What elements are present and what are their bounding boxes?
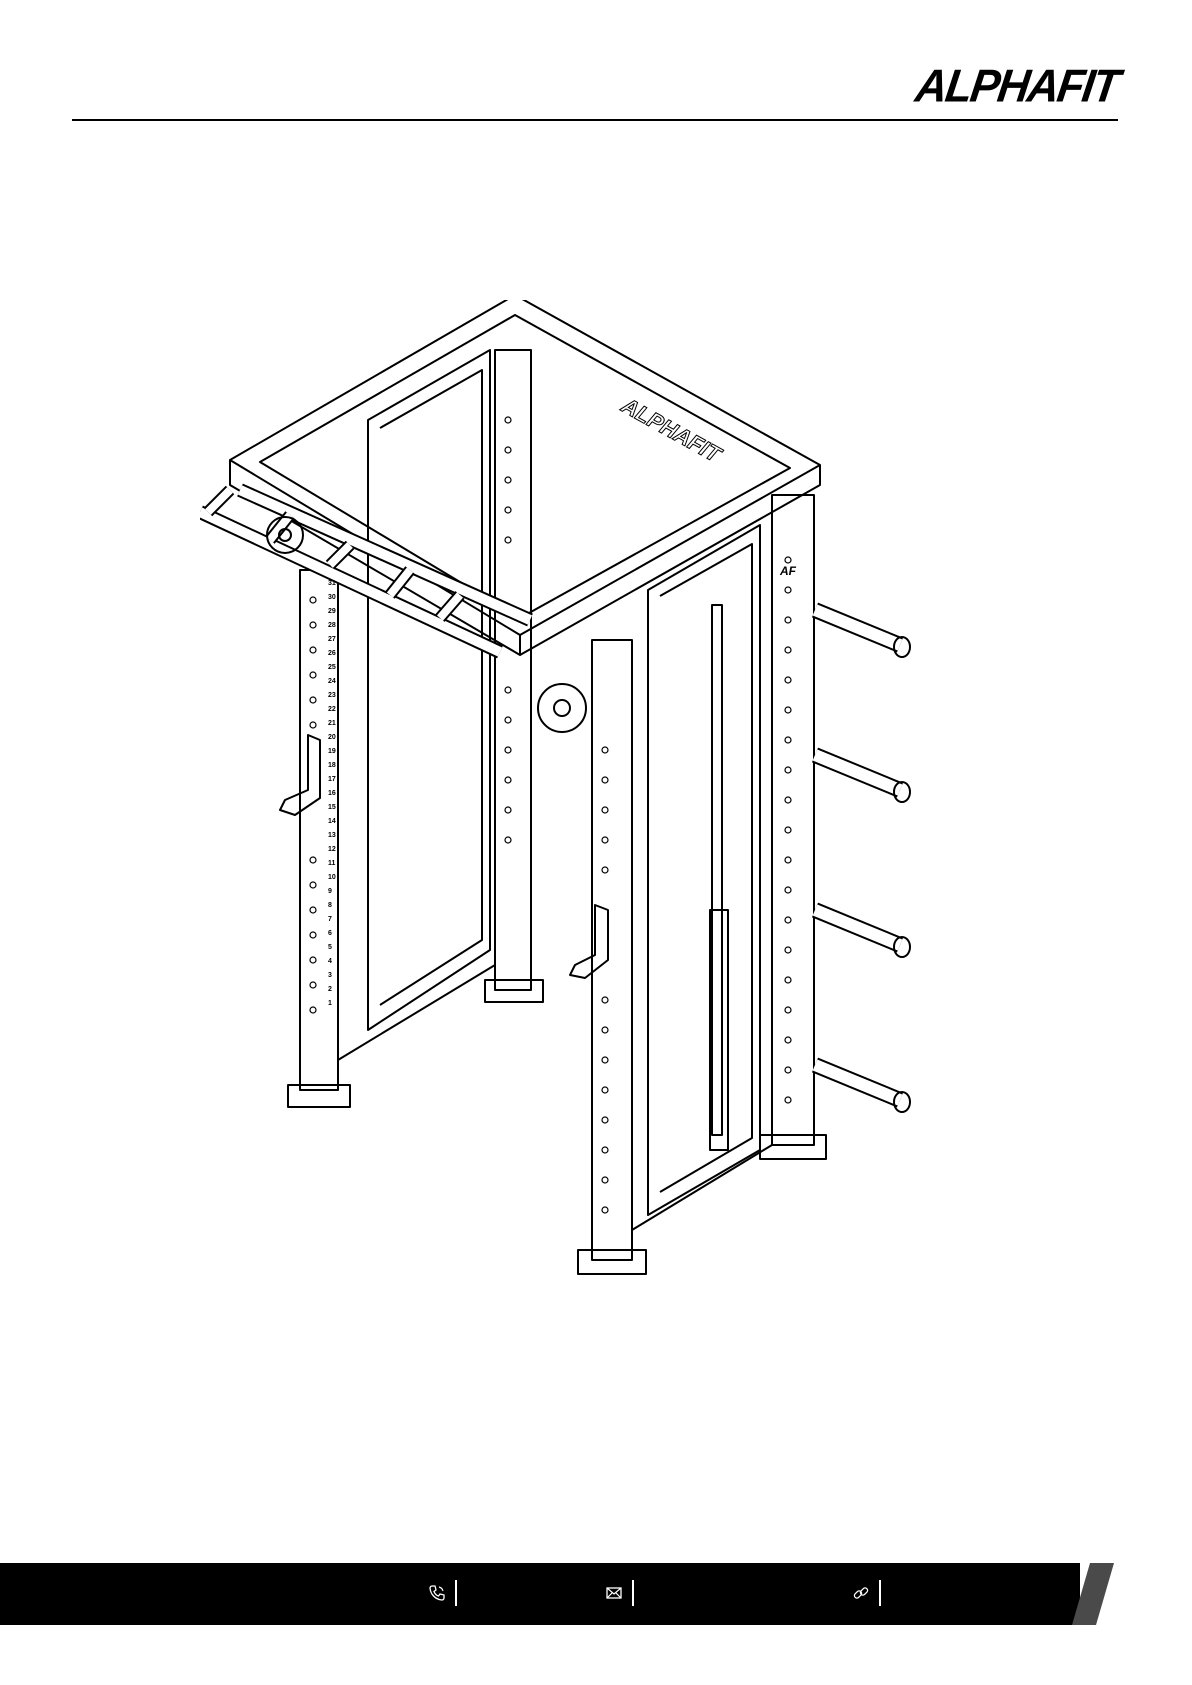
footer-separator	[879, 1580, 881, 1606]
envelope-icon	[605, 1584, 623, 1602]
phone-icon	[428, 1584, 446, 1602]
right-cable-panel	[648, 525, 760, 1215]
hole-number-label: 11	[328, 860, 336, 867]
hole-number-label: 3	[328, 972, 332, 979]
hole-number-label: 23	[328, 692, 336, 699]
hole-number-label: 16	[328, 790, 336, 797]
j-hook-right	[570, 905, 608, 978]
header-divider	[72, 119, 1118, 121]
hole-number-label: 7	[328, 916, 332, 923]
pulley-right	[538, 684, 586, 732]
hole-number-label: 24	[328, 678, 336, 685]
column-badge-text: AF	[779, 564, 797, 578]
link-icon	[852, 1584, 870, 1602]
left-cable-panel	[368, 350, 490, 1030]
footer-website[interactable]	[852, 1580, 889, 1606]
hole-number-label: 12	[328, 846, 336, 853]
hole-number-label: 4	[328, 958, 332, 965]
hole-number-label: 27	[328, 636, 336, 643]
hole-number-label: 20	[328, 734, 336, 741]
hole-number-label: 1	[328, 1000, 332, 1007]
rear-right-column	[495, 350, 531, 990]
hole-number-label: 31	[328, 580, 336, 587]
footer-bar	[0, 1563, 1080, 1625]
hole-number-label: 21	[328, 720, 336, 727]
power-rack-drawing: ALPHAFIT AF 1234567891011121314151617181…	[200, 300, 990, 1380]
hole-number-label: 5	[328, 944, 332, 951]
hole-number-label: 28	[328, 622, 336, 629]
hole-number-label: 26	[328, 650, 336, 657]
hole-number-label: 29	[328, 608, 336, 615]
hole-number-label: 30	[328, 594, 336, 601]
weight-horns	[815, 610, 910, 1112]
hole-number-label: 25	[328, 664, 336, 671]
hole-number-label: 8	[328, 902, 332, 909]
hole-number-label: 17	[328, 776, 336, 783]
footer-accent-stripe	[1072, 1563, 1122, 1625]
hole-number-label: 18	[328, 762, 336, 769]
front-left-column	[592, 640, 632, 1260]
hole-number-label: 10	[328, 874, 336, 881]
hole-number-label: 15	[328, 804, 336, 811]
footer-separator	[632, 1580, 634, 1606]
hole-number-label: 2	[328, 986, 332, 993]
pull-up-bars	[200, 490, 530, 652]
hole-number-label: 13	[328, 832, 336, 839]
hole-number-label: 9	[328, 888, 332, 895]
hole-number-label: 14	[328, 818, 336, 825]
front-right-column	[772, 495, 814, 1145]
hole-number-label: 19	[328, 748, 336, 755]
brand-logo: ALPHAFIT	[913, 61, 1122, 114]
hole-number-label: 22	[328, 706, 336, 713]
rear-left-column	[300, 570, 338, 1090]
footer-separator	[455, 1580, 457, 1606]
footer-phone[interactable]	[428, 1580, 465, 1606]
hole-number-label: 6	[328, 930, 332, 937]
footer-email[interactable]	[605, 1580, 642, 1606]
